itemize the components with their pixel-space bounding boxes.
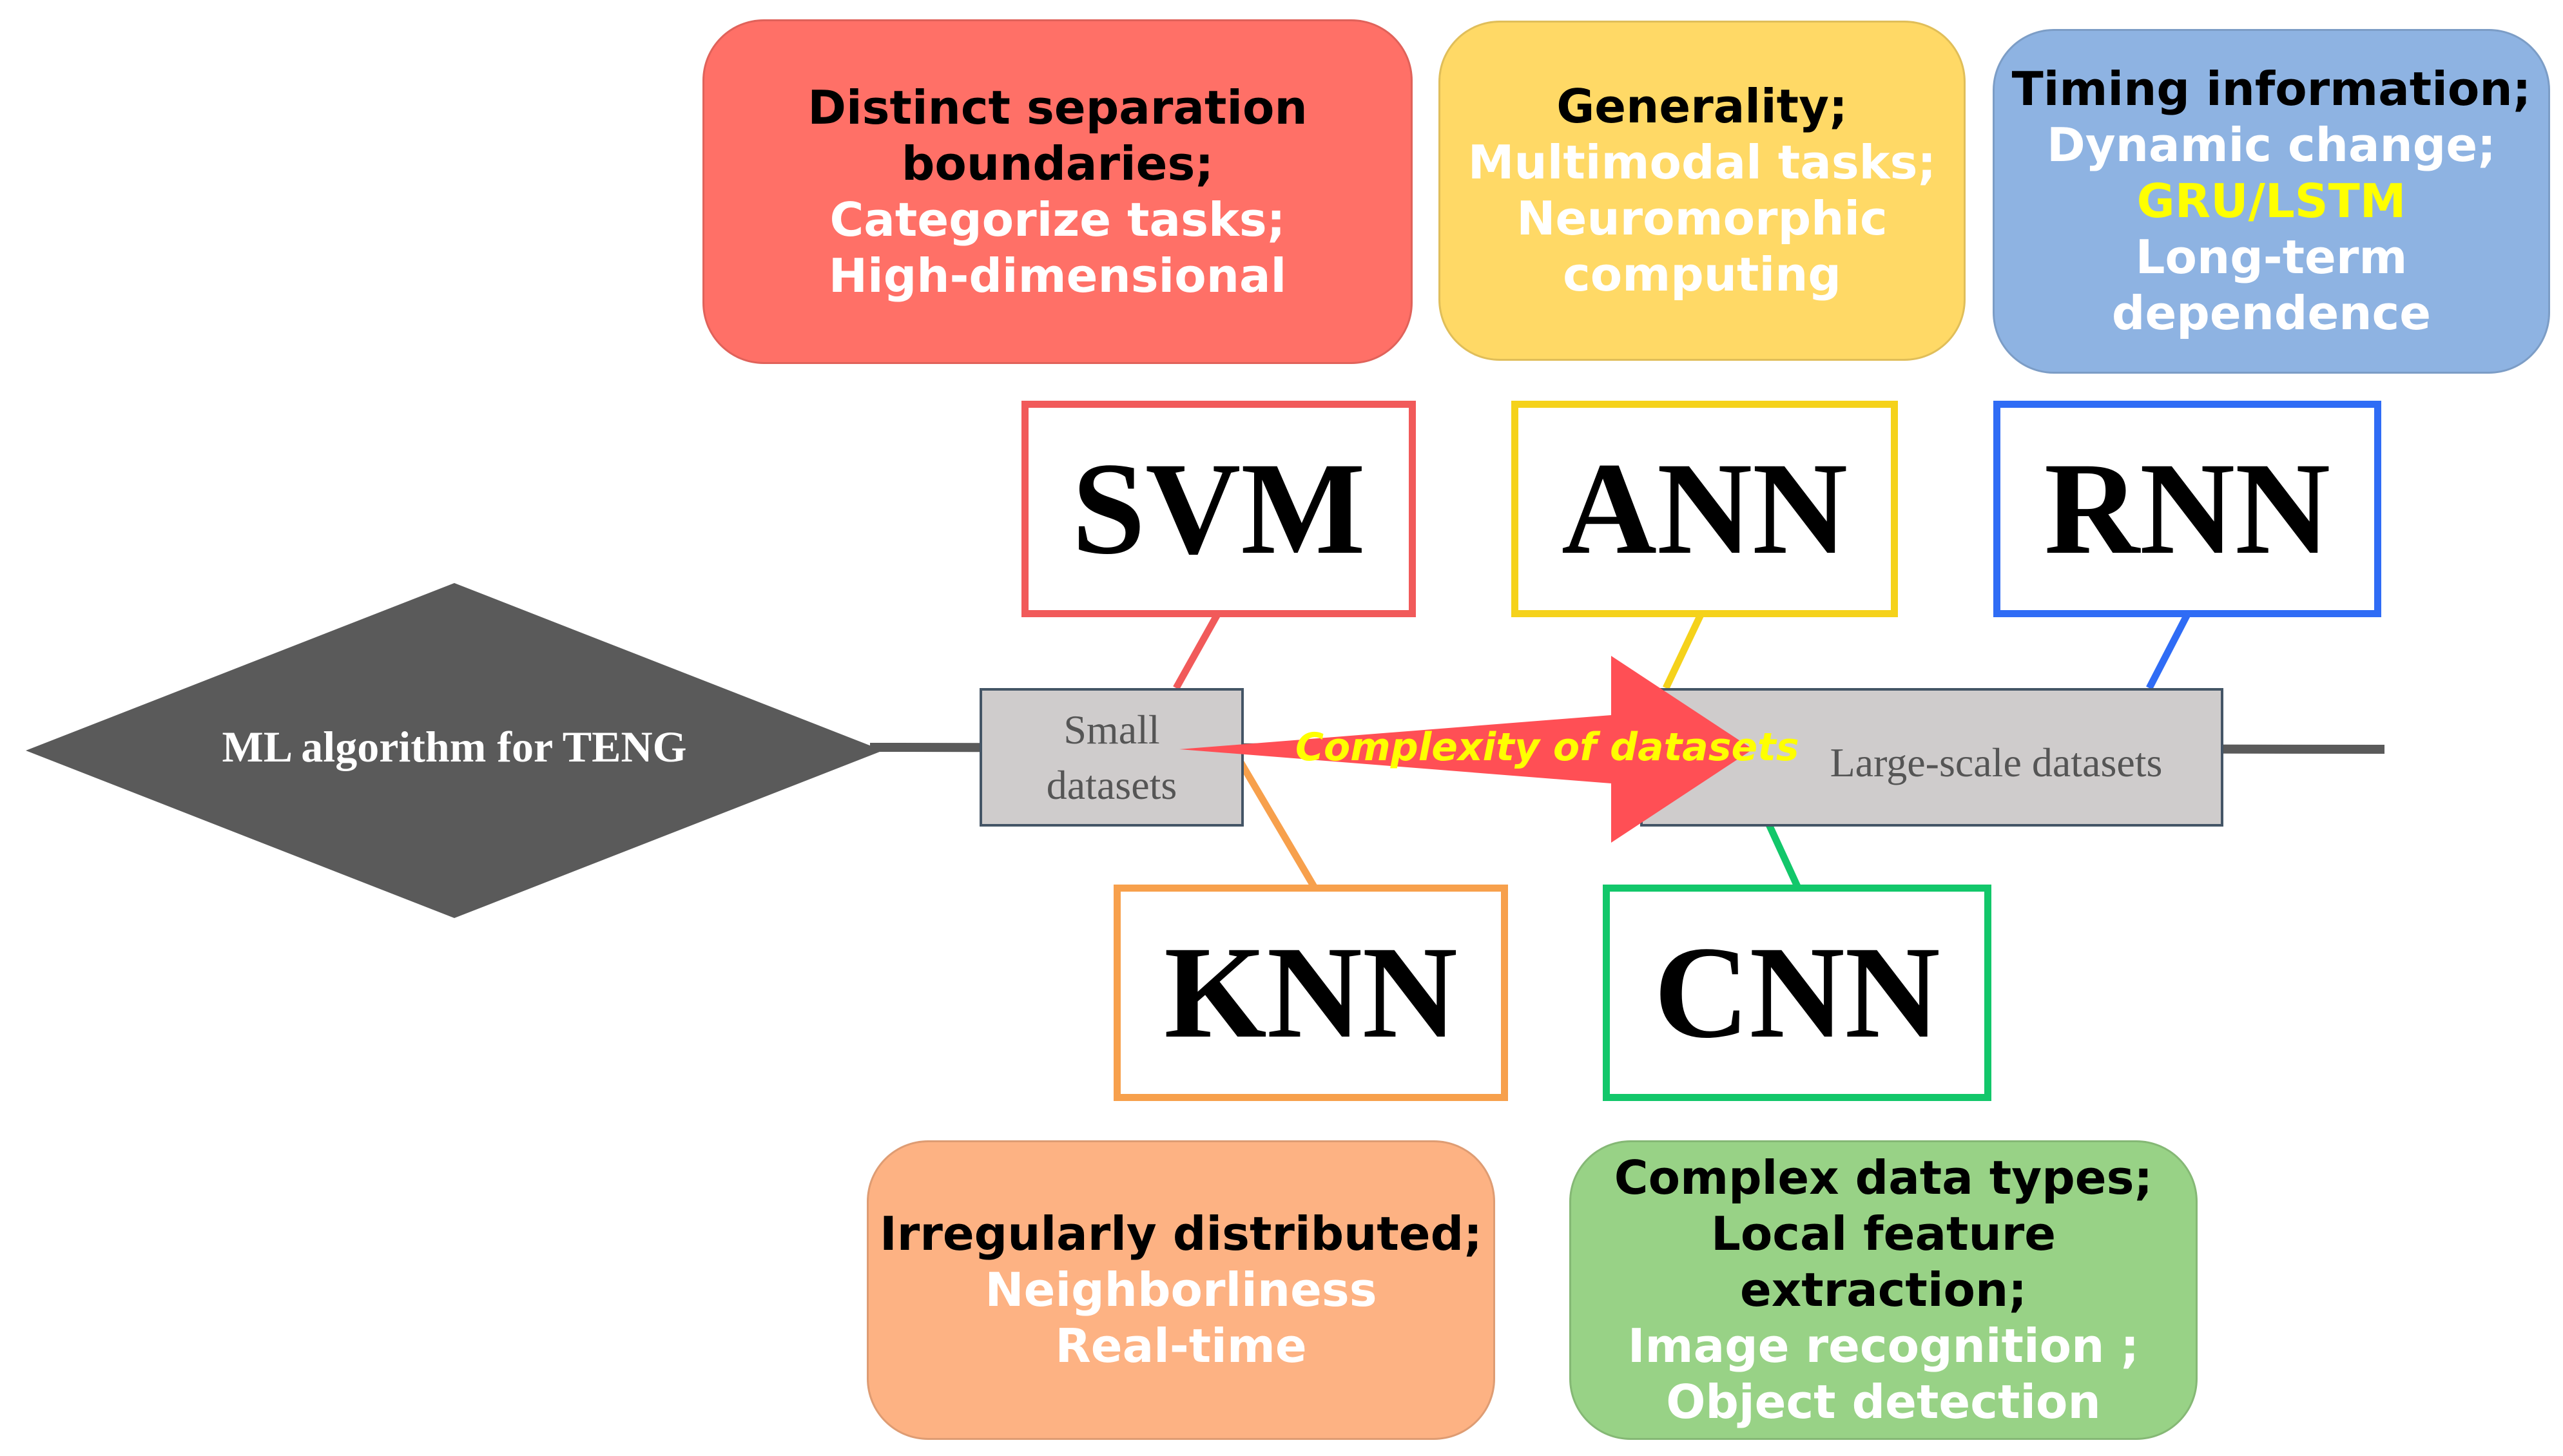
card-cnn-line-3: Image recognition ;: [1627, 1319, 2140, 1373]
card-svm-line-4: High-dimensional: [828, 248, 1287, 303]
complexity-arrow-shape: [1179, 656, 1753, 843]
card-cnn: Complex data types; Local feature extrac…: [1569, 1140, 2198, 1440]
large-datasets-box: Large-scale datasets: [1640, 688, 2223, 827]
card-cnn-line-1: Complex data types;: [1614, 1151, 2153, 1205]
card-svm: Distinct separation boundaries; Categori…: [702, 19, 1413, 364]
card-svm-line-3: Categorize tasks;: [829, 192, 1286, 247]
root-label: ML algorithm for TENG: [222, 722, 687, 771]
algo-box-rnn: RNN: [1993, 401, 2381, 617]
card-rnn-line-2: Dynamic change;: [2047, 118, 2496, 172]
card-knn: Irregularly distributed; Neighborliness …: [867, 1140, 1495, 1440]
card-rnn-line-4: Long-term: [2135, 230, 2408, 284]
algo-box-knn: KNN: [1114, 885, 1508, 1101]
card-knn-line-1: Irregularly distributed;: [880, 1207, 1482, 1261]
card-ann-line-1: Generality;: [1556, 79, 1848, 133]
complexity-arrow-label: Complexity of datasets: [1295, 725, 1799, 770]
connector-rnn: [2146, 611, 2191, 690]
connector-cnn: [1766, 823, 1801, 890]
card-knn-line-2: Neighborliness: [985, 1263, 1377, 1317]
card-cnn-line-4: Object detection: [1666, 1375, 2101, 1429]
algo-box-cnn: CNN: [1603, 885, 1991, 1101]
card-ann-line-3: Neuromorphic: [1516, 191, 1888, 245]
card-cnn-line-2: Local feature extraction;: [1710, 1207, 2056, 1317]
large-datasets-label: Large-scale datasets: [1830, 739, 2163, 785]
small-datasets-line-2: datasets: [1046, 762, 1177, 808]
card-rnn-line-3: GRU/LSTM: [2136, 174, 2406, 228]
small-datasets-line-1: Small: [1063, 706, 1160, 752]
connector-ann: [1663, 611, 1705, 690]
algo-box-svm: SVM: [1021, 401, 1416, 617]
card-ann: Generality; Multimodal tasks; Neuromorph…: [1438, 21, 1966, 361]
card-rnn-line-1: Timing information;: [2011, 62, 2531, 116]
small-datasets-box: Small datasets: [980, 688, 1244, 827]
card-knn-line-3: Real-time: [1055, 1319, 1307, 1373]
connector-svm: [1173, 611, 1221, 690]
card-svm-line-1: Distinct separation: [808, 80, 1308, 135]
card-svm-line-2: boundaries;: [901, 136, 1214, 191]
connector-knn: [1237, 760, 1318, 890]
card-rnn-line-5: dependence: [2111, 286, 2432, 340]
card-ann-line-2: Multimodal tasks;: [1467, 135, 1937, 189]
card-rnn: Timing information; Dynamic change; GRU/…: [1993, 29, 2550, 374]
algo-box-ann: ANN: [1511, 401, 1898, 617]
root-diamond: [26, 583, 883, 918]
card-ann-line-4: computing: [1563, 247, 1841, 302]
